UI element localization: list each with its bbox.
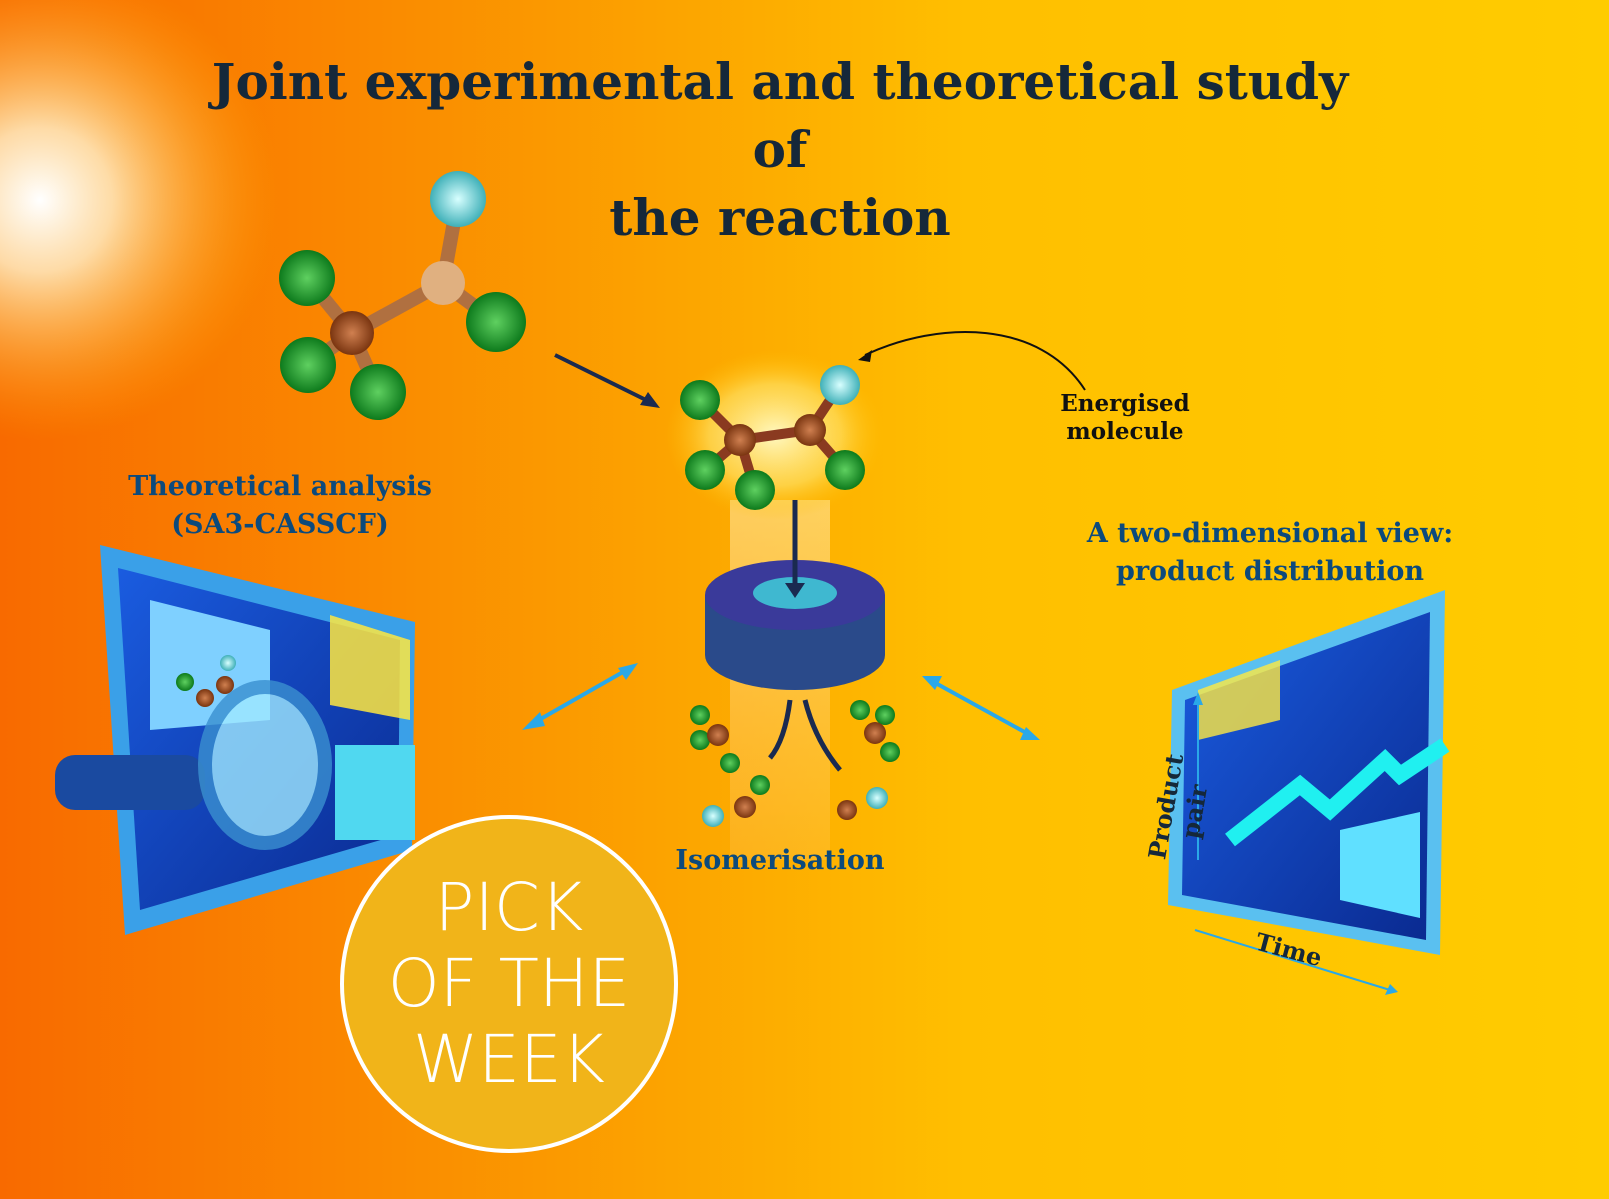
- page-title: Joint experimental and theoretical study…: [200, 48, 1360, 252]
- twod-line-1: A two-dimensional view:: [1086, 518, 1454, 549]
- distribution-monitor: [1168, 590, 1450, 995]
- badge-line-3: WEEK: [413, 1021, 605, 1098]
- energised-pointer: [864, 331, 1086, 391]
- energised-line-1: Energised: [1060, 390, 1190, 417]
- reactant-molecule: [279, 171, 526, 420]
- double-arrow-left: [529, 666, 631, 727]
- badge-line-1: PICK: [434, 869, 584, 946]
- twod-line-2: product distribution: [1115, 556, 1425, 587]
- reactor-ring: [705, 500, 885, 690]
- pick-of-the-week-badge: PICK OF THE WEEK: [340, 815, 678, 1153]
- energised-molecule: [665, 350, 885, 520]
- isomerisation-label: Isomerisation: [675, 845, 885, 876]
- sun-flare: [0, 0, 280, 440]
- energised-molecule-label: Energised molecule: [1060, 390, 1190, 446]
- product-arrows: [768, 699, 842, 772]
- magnifier-handle: [55, 755, 205, 810]
- theoretical-line-1: Theoretical analysis: [128, 471, 432, 502]
- theoretical-monitor: [55, 545, 415, 935]
- energised-line-2: molecule: [1066, 418, 1184, 445]
- title-line-2: the reaction: [609, 188, 951, 247]
- theoretical-line-2: (SA3-CASSCF): [171, 509, 389, 540]
- theoretical-analysis-label: Theoretical analysis (SA3-CASSCF): [110, 468, 450, 544]
- double-arrow-right: [929, 678, 1031, 737]
- trend-arrow: [1225, 738, 1450, 847]
- title-line-1: Joint experimental and theoretical study…: [211, 52, 1349, 179]
- badge-line-2: OF THE: [387, 945, 631, 1022]
- two-dimensional-view-label: A two-dimensional view: product distribu…: [1060, 515, 1480, 591]
- product-molecules: [690, 700, 900, 827]
- arrow-to-energised: [554, 353, 660, 408]
- magnifier-lens: [198, 680, 332, 850]
